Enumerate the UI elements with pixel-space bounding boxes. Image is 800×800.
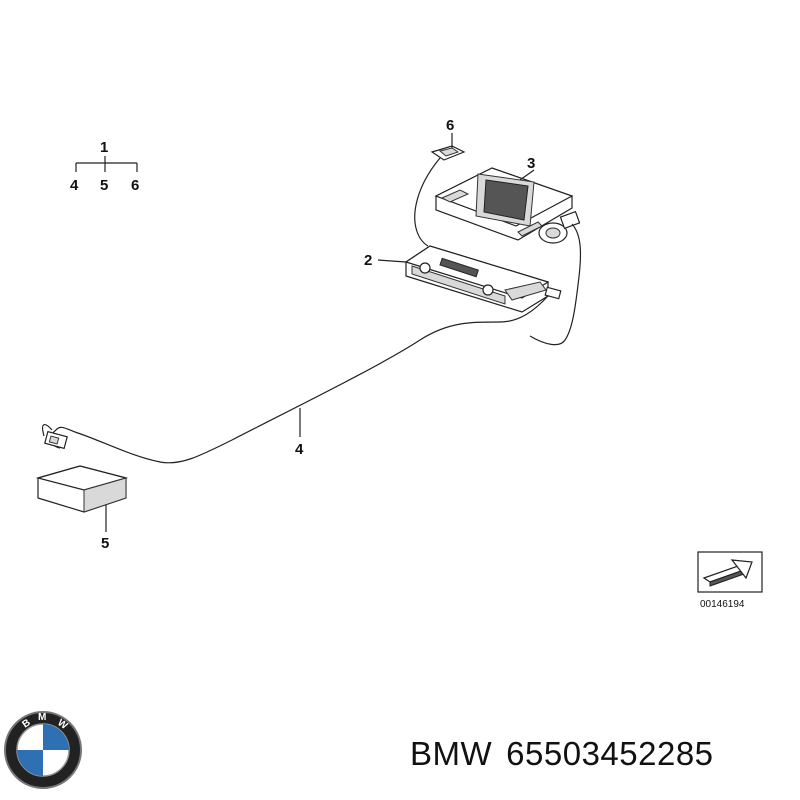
callout-6: 6: [446, 117, 454, 134]
footer-part-label: BMW 65503452285: [410, 735, 728, 773]
reference-number: 00146194: [700, 599, 745, 610]
reference-box: 00146194: [697, 551, 763, 610]
part-number: 65503452285: [506, 735, 714, 772]
brand-name: BMW: [410, 735, 493, 772]
part-tree-legend: 1 4 5 6: [70, 139, 139, 194]
part-2-control-unit: 2: [364, 245, 562, 313]
callout-3: 3: [527, 155, 535, 172]
tree-child-label: 4: [70, 177, 79, 194]
cable-connector: [44, 430, 68, 450]
cable-6-to-2: [414, 157, 441, 247]
part-6-bracket: 6: [430, 117, 466, 161]
tree-child-label: 6: [131, 177, 139, 194]
callout-2: 2: [364, 252, 372, 269]
callout-5: 5: [101, 535, 109, 552]
arrow-icon: [702, 559, 753, 587]
tree-root-label: 1: [100, 139, 108, 156]
part-5-module: 5: [35, 465, 129, 552]
cable-4: [41, 295, 549, 464]
tree-child-label: 5: [100, 177, 108, 194]
callout-4: 4: [295, 441, 304, 458]
cable-3-connector: [529, 223, 582, 346]
bmw-logo: B M W: [4, 711, 82, 789]
svg-text:M: M: [38, 712, 46, 723]
part-3-display: 3: [434, 155, 581, 244]
